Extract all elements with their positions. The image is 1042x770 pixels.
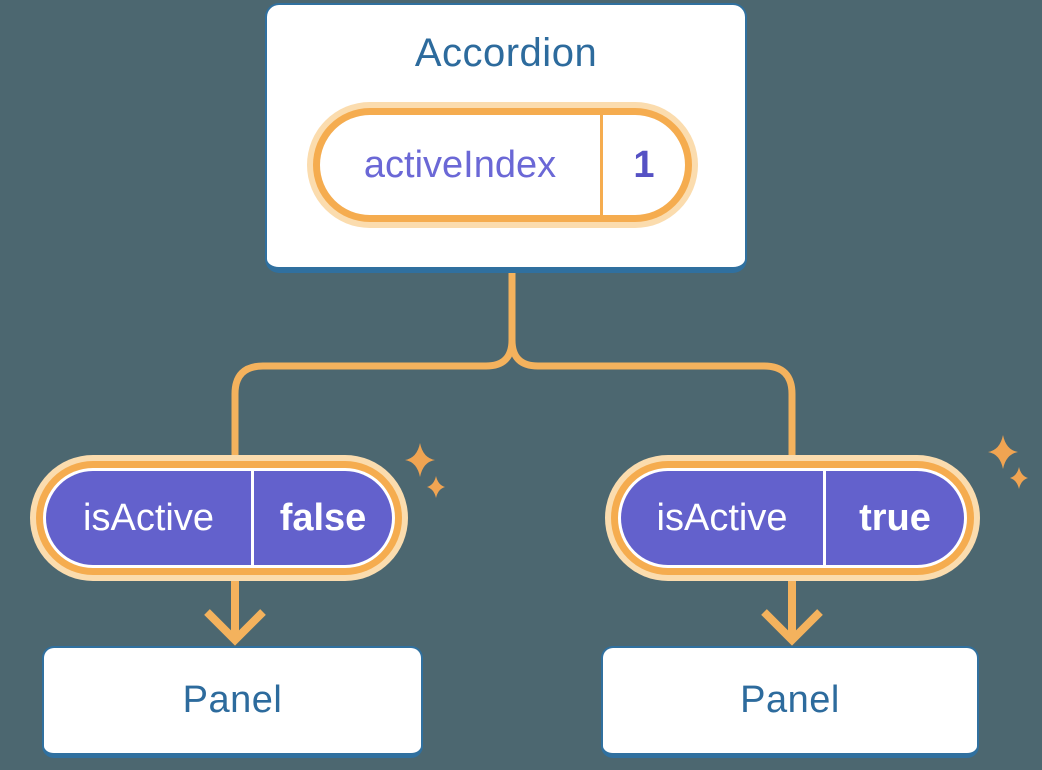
state-pill-body: activeIndex 1 <box>320 115 685 215</box>
prop-pill-ring: isActive false <box>36 461 402 575</box>
state-name-label: activeIndex <box>363 143 557 186</box>
connector-right-branch <box>508 272 796 462</box>
prop-pill-left: isActive false <box>30 455 408 581</box>
state-pill-ring: activeIndex 1 <box>313 108 692 222</box>
state-value: 1 <box>633 143 655 186</box>
prop-pill-fill: isActive true <box>621 471 964 565</box>
accordion-component-card: Accordion activeIndex 1 <box>265 3 747 273</box>
prop-pill-body: isActive false <box>43 468 395 568</box>
prop-value: false <box>279 496 367 539</box>
connector-left-branch <box>231 272 516 462</box>
prop-name-label: isActive <box>83 496 214 539</box>
prop-pill-right: isActive true <box>605 455 980 581</box>
prop-pill-body: isActive true <box>618 468 967 568</box>
sparkle-icon <box>988 435 1028 489</box>
pill-divider <box>823 471 826 565</box>
prop-value: true <box>859 496 931 539</box>
pill-divider <box>600 115 603 215</box>
pill-divider <box>251 471 254 565</box>
prop-name-label: isActive <box>656 496 788 539</box>
panel-title: Panel <box>740 679 840 721</box>
sparkle-icon <box>405 443 445 498</box>
component-title: Accordion <box>414 31 598 75</box>
state-pill-active-index: activeIndex 1 <box>307 102 698 228</box>
panel-card-left: Panel <box>42 646 423 758</box>
panel-title: Panel <box>182 679 283 721</box>
prop-pill-ring: isActive true <box>611 461 974 575</box>
prop-pill-fill: isActive false <box>46 471 392 565</box>
panel-card-right: Panel <box>601 646 979 758</box>
